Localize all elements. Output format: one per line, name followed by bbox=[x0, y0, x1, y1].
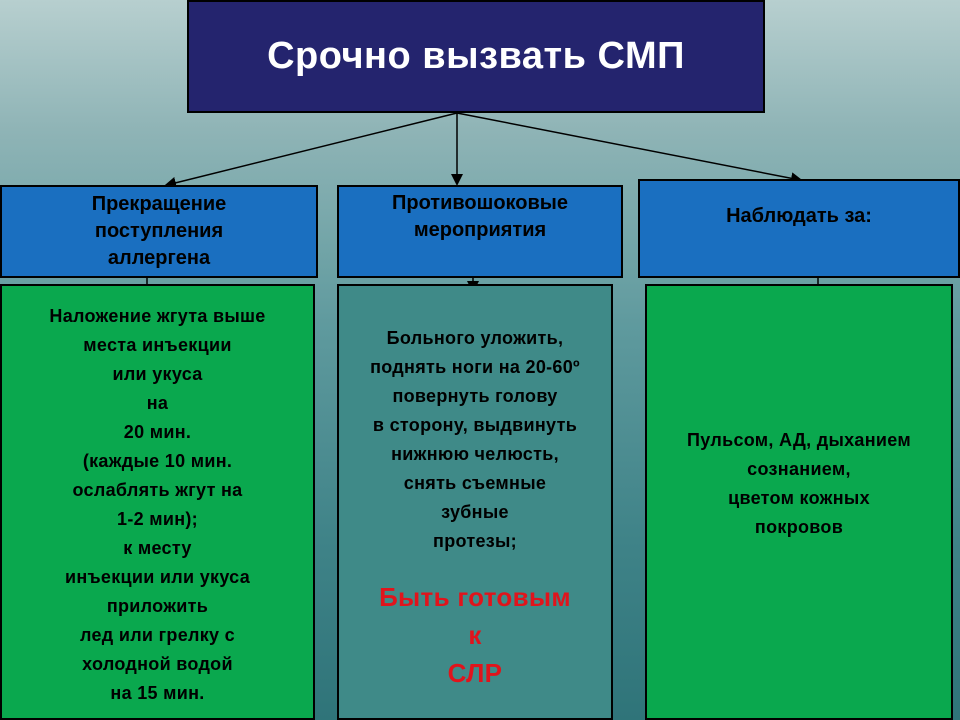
body-line: повернуть голову bbox=[392, 386, 558, 406]
body-line: Больного уложить, bbox=[386, 328, 564, 348]
body-line: или укуса bbox=[112, 364, 203, 384]
body-line: 1-2 мин); bbox=[117, 509, 198, 529]
body-line: к месту bbox=[123, 538, 192, 558]
header-antishock: Противошоковые мероприятия bbox=[337, 185, 623, 278]
title-text: Срочно вызвать СМП bbox=[267, 35, 685, 77]
body-line: нижнюю челюсть, bbox=[391, 444, 559, 464]
body-line: в сторону, выдвинуть bbox=[372, 415, 578, 435]
body-line: лед или грелку с bbox=[80, 625, 235, 645]
body-line: снять съемные bbox=[403, 473, 547, 493]
body-line: инъекции или укуса bbox=[64, 567, 251, 587]
body-line: сознанием, bbox=[747, 459, 851, 479]
header-line: мероприятия bbox=[413, 219, 547, 241]
body-line: покровов bbox=[754, 517, 844, 537]
header-line: аллергена bbox=[107, 247, 211, 269]
body-line: на 15 мин. bbox=[110, 683, 205, 703]
body-line: поднять ноги на 20-60º bbox=[370, 357, 580, 377]
arrow-title-to-left bbox=[164, 112, 458, 189]
body-antishock: Больного уложить, поднять ноги на 20-60º… bbox=[337, 284, 613, 720]
body-line: (каждые 10 мин. bbox=[82, 451, 233, 471]
body-line: на bbox=[146, 393, 169, 413]
cpr-line: к bbox=[468, 620, 482, 650]
header-line: Прекращение bbox=[91, 193, 227, 215]
header-line: Противошоковые bbox=[392, 192, 568, 214]
body-line: приложить bbox=[106, 596, 209, 616]
header-line: поступления bbox=[94, 220, 224, 242]
body-line: протезы; bbox=[433, 531, 517, 551]
body-line: ослаблять жгут на bbox=[72, 480, 243, 500]
header-line: Наблюдать за: bbox=[726, 205, 872, 227]
header-stop-allergen: Прекращение поступления аллергена bbox=[0, 185, 318, 278]
body-monitor: Пульсом, АД, дыханием сознанием, цветом … bbox=[645, 284, 953, 720]
header-monitor: Наблюдать за: bbox=[638, 179, 960, 278]
title-box: Срочно вызвать СМП bbox=[187, 0, 765, 113]
body-line: цветом кожных bbox=[728, 488, 870, 508]
body-line: Пульсом, АД, дыханием bbox=[687, 430, 911, 450]
body-line: 20 мин. bbox=[123, 422, 192, 442]
body-line: Наложение жгута выше bbox=[49, 306, 266, 326]
cpr-warning: Быть готовым к СЛР bbox=[379, 578, 571, 692]
body-stop-allergen: Наложение жгута выше места инъекции или … bbox=[0, 284, 315, 720]
cpr-line: Быть готовым bbox=[379, 582, 571, 612]
cpr-line: СЛР bbox=[447, 658, 503, 688]
body-line: зубные bbox=[441, 502, 509, 522]
body-line: холодной водой bbox=[82, 654, 233, 674]
arrow-title-to-right bbox=[456, 112, 803, 185]
body-line: места инъекции bbox=[83, 335, 232, 355]
